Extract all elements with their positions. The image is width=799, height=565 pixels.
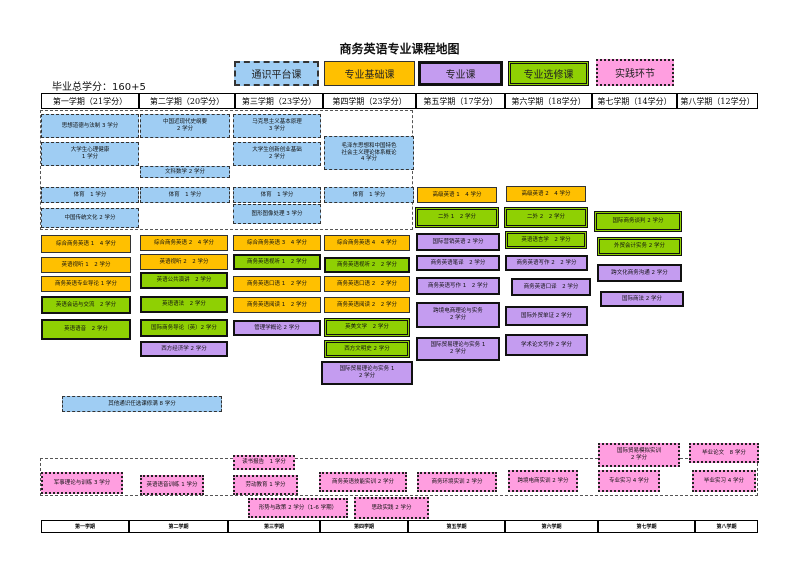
course-card: 国际商务导论（英）2 学分 (140, 319, 228, 337)
course-card: 商务英语口语 2 2 学分 (324, 276, 410, 292)
practice-card: 思政实践 2 学分 (354, 497, 429, 519)
course-card: 跨境电商理论与实务 2 学分 (416, 302, 500, 328)
practice-card: 读书报告 1 学分 (233, 455, 295, 470)
course-card: 国际商务谈判 2 学分 (594, 211, 682, 232)
course-card: 英语视听 1 2 学分 (41, 257, 131, 273)
course-card: 思想道德与法制 3 学分 (41, 114, 139, 138)
total-credits: 毕业总学分：160+5 (52, 82, 146, 93)
course-card: 其他通识任选课修满 8 学分 (62, 396, 222, 412)
course-card: 二外 2 2 学分 (504, 207, 588, 228)
course-card: 国际贸易理论与实务 1 2 学分 (416, 337, 500, 361)
course-card: 高级英语 1 4 学分 (417, 187, 497, 203)
course-card: 国际贸易理论与实务 1 2 学分 (321, 361, 413, 385)
course-card: 中国近现代史纲要 2 学分 (140, 114, 230, 138)
course-card: 商务英语阅读 1 2 学分 (233, 297, 321, 313)
course-card: 商务英语视听 1 2 学分 (233, 254, 321, 270)
legend-general: 通识平台课 (234, 61, 319, 86)
course-card: 文科数学 2 学分 (140, 166, 230, 178)
practice-card: 商务英语技能实训 2 学分 (319, 472, 407, 492)
bottom-semester-header-7: 第七学期 (598, 520, 695, 533)
course-card: 国际外贸单证 2 学分 (505, 306, 588, 326)
course-card: 英语公共演讲 2 学分 (140, 272, 228, 289)
bottom-semester-header-2: 第二学期 (129, 520, 228, 533)
course-card: 商务英语笔译 2 学分 (416, 255, 500, 271)
semester-header-2: 第二学期（20学分） (139, 93, 235, 109)
bottom-semester-header-5: 第五学期 (408, 520, 505, 533)
course-card: 毛泽东思想和中国特色 社会主义理论体系概论 4 学分 (324, 136, 414, 170)
course-card: 商务英语阅读 2 2 学分 (324, 297, 410, 313)
course-card: 中国传统文化 2 学分 (41, 208, 139, 228)
course-card: 商务英语口语 1 2 学分 (233, 276, 321, 292)
course-card: 商务英语写作 1 2 学分 (416, 277, 500, 295)
course-card: 商务英语专业导论 1 学分 (41, 276, 131, 292)
course-card: 综合商务英语 3 4 学分 (233, 235, 321, 251)
course-card: 体育 1 学分 (233, 187, 321, 203)
practice-card: 专业实习 4 学分 (598, 470, 660, 492)
practice-frame (40, 458, 758, 496)
course-card: 英语视听 2 2 学分 (140, 254, 228, 270)
semester-header-8: 第八学期（12学分） (677, 93, 758, 109)
course-card: 国际营销英语 2 学分 (416, 233, 500, 251)
page-title: 商务英语专业课程地图 (339, 42, 460, 56)
course-card: 体育 1 学分 (324, 187, 414, 203)
course-card: 商务英语视听 2 2 学分 (324, 257, 410, 273)
course-card: 综合商务英语 1 4 学分 (41, 235, 131, 253)
practice-card: 形势与政策 2 学分（1-6 学期） (248, 498, 348, 518)
course-card: 国际商法 2 学分 (600, 291, 684, 307)
course-card: 英语会话与交流 2 学分 (41, 296, 131, 314)
semester-header-5: 第五学期（17学分） (416, 93, 505, 109)
course-card: 综合商务英语 2 4 学分 (140, 235, 228, 251)
practice-card: 英语语音训练 1 学分 (140, 475, 204, 495)
course-card: 体育 1 学分 (140, 187, 230, 203)
semester-header-3: 第三学期（23学分） (235, 93, 323, 109)
course-card: 马克思主义基本原理 3 学分 (233, 114, 321, 138)
course-card: 体育 1 学分 (41, 187, 139, 203)
course-card: 英语语音 2 学分 (41, 319, 131, 340)
legend-elective: 专业选修课 (508, 61, 589, 86)
semester-header-1: 第一学期（21学分） (41, 93, 139, 109)
practice-card: 毕业论文 8 学分 (689, 443, 759, 463)
course-card: 英美文学 2 学分 (324, 318, 410, 337)
bottom-semester-header-3: 第三学期 (228, 520, 320, 533)
course-card: 西方文明史 2 学分 (324, 340, 410, 358)
legend-basic: 专业基础课 (324, 61, 415, 86)
practice-card: 军事理论与训练 3 学分 (41, 472, 123, 494)
course-card: 大学生心理健康 1 学分 (41, 142, 139, 166)
course-card: 图形图像处理 3 学分 (233, 204, 321, 224)
course-card: 综合商务英语 4 4 学分 (324, 235, 410, 251)
course-card: 商务英语口译 2 学分 (511, 278, 591, 296)
legend-major: 专业课 (418, 61, 503, 86)
semester-header-7: 第七学期（14学分） (592, 93, 677, 109)
practice-card: 毕业实习 4 学分 (692, 470, 756, 492)
course-card: 跨文化商务沟通 2 学分 (597, 264, 682, 282)
practice-card: 国际贸易模拟实训 2 学分 (598, 443, 680, 467)
semester-header-4: 第四学期（23学分） (323, 93, 416, 109)
bottom-semester-header-4: 第四学期 (320, 520, 408, 533)
course-card: 外贸会计实务 2 学分 (597, 237, 682, 256)
course-card: 商务英语写作 2 2 学分 (505, 255, 588, 271)
semester-header-6: 第六学期（18学分） (505, 93, 592, 109)
bottom-semester-header-6: 第六学期 (505, 520, 598, 533)
practice-card: 劳动教育 1 学分 (233, 475, 298, 495)
course-card: 英语语法 2 学分 (140, 296, 228, 313)
bottom-semester-header-8: 第八学期 (695, 520, 758, 533)
practice-card: 跨境电商实训 2 学分 (508, 470, 578, 492)
course-card: 学术论文写作 2 学分 (505, 334, 588, 356)
course-card: 西方经济学 2 学分 (140, 341, 228, 357)
general-course-frame (40, 110, 413, 230)
legend-practice: 实践环节 (596, 59, 674, 86)
bottom-semester-header-1: 第一学期 (41, 520, 129, 533)
course-card: 二外 1 2 学分 (415, 207, 499, 228)
course-card: 大学生创新创业基础 2 学分 (233, 142, 321, 166)
course-card: 英语语言学 2 学分 (505, 231, 587, 249)
practice-card: 商务环境实训 2 学分 (417, 472, 497, 492)
course-card: 高级英语 2 4 学分 (506, 186, 586, 202)
course-card: 管理学概论 2 学分 (233, 320, 321, 336)
